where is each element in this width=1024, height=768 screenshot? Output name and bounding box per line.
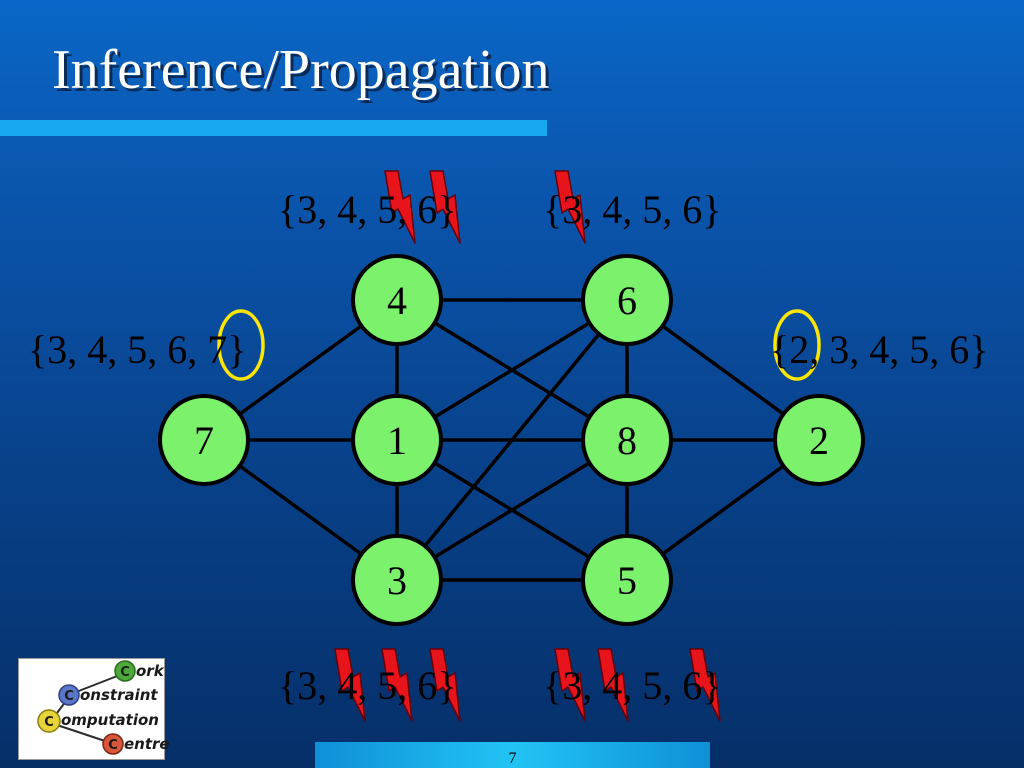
node-4-label: 4 <box>387 278 407 323</box>
node-8-circle <box>581 394 673 486</box>
lightning-bolt-icon <box>597 648 629 722</box>
node-1-label: 1 <box>387 418 407 463</box>
lightning-bolt-icon <box>334 648 366 722</box>
domain-node-6: {3, 4, 5, 6} <box>543 187 722 232</box>
node-2-label: 2 <box>809 418 829 463</box>
logo-word-ork: ork <box>136 662 164 680</box>
logo-blue-ball-icon <box>58 684 80 706</box>
logo-red-ball-icon <box>102 733 124 755</box>
pruned-value-bolts <box>334 170 721 722</box>
node-3-label: 3 <box>387 558 407 603</box>
graph-nodes: 4 6 7 1 8 2 3 5 <box>158 254 865 626</box>
page-number: 7 <box>508 750 517 767</box>
logo-word-omputation: omputation <box>61 711 159 729</box>
svg-text:C: C <box>108 738 118 753</box>
footer-bar: 7 <box>315 742 710 768</box>
lightning-bolt-icon <box>554 648 586 722</box>
logo-yellow-ball-icon <box>37 709 61 733</box>
logo-word-onstraint: onstraint <box>80 686 158 704</box>
node-6-circle <box>581 254 673 346</box>
svg-text:C: C <box>44 715 54 730</box>
lightning-bolt-icon <box>689 648 721 722</box>
edge-n3-n6 <box>395 298 629 582</box>
domain-node-5: {3, 4, 5, 6} <box>543 663 722 708</box>
ring-node-7-value <box>217 309 265 381</box>
lightning-bolt-icon <box>429 648 461 722</box>
highlight-rings <box>217 309 821 381</box>
ring-node-2-value <box>773 309 821 381</box>
node-8-label: 8 <box>617 418 637 463</box>
lightning-bolt-icon <box>381 648 413 722</box>
svg-text:C: C <box>120 665 130 680</box>
node-4-circle <box>351 254 443 346</box>
title-underline-bar <box>0 120 547 136</box>
graph-edges <box>202 298 821 582</box>
domain-node-3: {3, 4, 5, 6} <box>278 663 457 708</box>
lightning-bolt-icon <box>554 170 586 244</box>
node-7-label: 7 <box>194 418 214 463</box>
logo-green-ball-icon <box>114 660 136 682</box>
node-2-circle <box>773 394 865 486</box>
node-5-circle <box>581 534 673 626</box>
slide-title: Inference/Propagation <box>52 39 550 101</box>
node-7-circle <box>158 394 250 486</box>
cork-constraint-computation-centre-logo: C C C C ork onstraint omputation entre <box>18 658 170 760</box>
node-5-label: 5 <box>617 558 637 603</box>
svg-text:C: C <box>64 689 74 704</box>
domain-node-7: {3, 4, 5, 6, 7} <box>28 327 247 372</box>
node-3-circle <box>351 534 443 626</box>
domain-node-4: {3, 4, 5, 6} <box>278 187 457 232</box>
domain-node-2: {2, 3, 4, 5, 6} <box>770 327 989 372</box>
node-1-circle <box>351 394 443 486</box>
lightning-bolt-icon <box>384 170 416 244</box>
node-6-label: 6 <box>617 278 637 323</box>
lightning-bolt-icon <box>429 170 461 244</box>
logo-word-entre: entre <box>124 735 170 753</box>
